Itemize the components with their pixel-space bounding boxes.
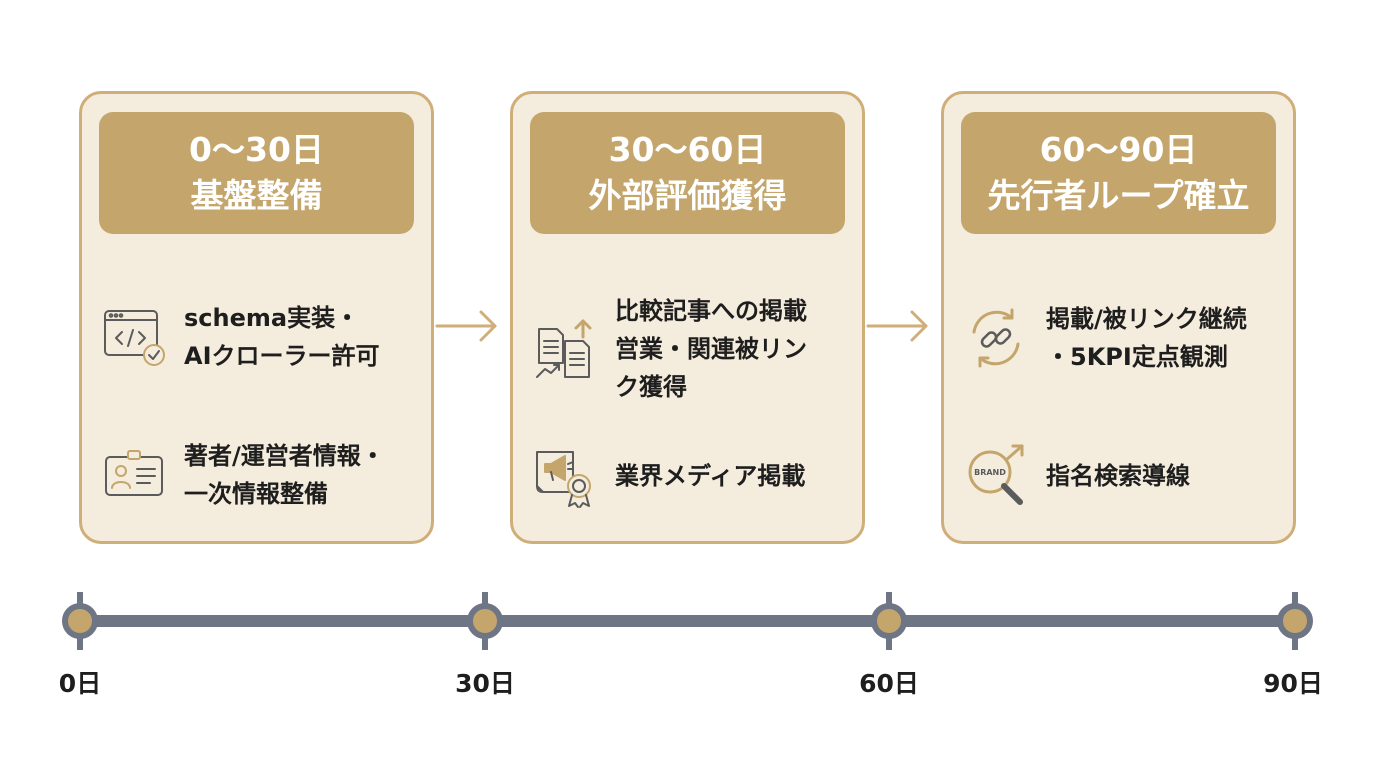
- timeline-label: 0日: [58, 669, 102, 698]
- phase-item-text: 業界メディア掲載: [615, 462, 806, 490]
- phase-header: 60〜90日 先行者ループ確立: [961, 112, 1276, 234]
- phase-card-30-60: 30〜60日 外部評価獲得 比較記事への掲載 営業・関連被リン ク獲得: [510, 91, 865, 544]
- documents-growth-icon: [533, 317, 597, 381]
- phase-item: 掲載/被リンク継続 ・5KPI定点観測: [964, 300, 1284, 376]
- timeline-label: 30日: [455, 669, 515, 698]
- phase-item: schema実装・ AIクローラー許可: [102, 299, 422, 375]
- timeline: [62, 592, 1313, 650]
- timeline-node: [1277, 592, 1313, 650]
- phase-item-text: schema実装・ AIクローラー許可: [184, 304, 380, 370]
- phase-item-text: 比較記事への掲載 営業・関連被リン ク獲得: [615, 297, 807, 401]
- phase-item-text: 指名検索導線: [1046, 462, 1190, 490]
- arrow-right-icon: [435, 310, 497, 342]
- phase-range: 60〜90日: [1039, 130, 1198, 169]
- phase-range: 0〜30日: [189, 130, 324, 169]
- timeline-label: 90日: [1263, 669, 1323, 698]
- phase-item-text: 著者/運営者情報・ 一次情報整備: [184, 442, 385, 508]
- phase-title: 先行者ループ確立: [987, 176, 1250, 215]
- phase-title: 基盤整備: [190, 176, 323, 215]
- phase-item-text: 掲載/被リンク継続 ・5KPI定点観測: [1046, 305, 1247, 371]
- phase-range: 30〜60日: [608, 130, 767, 169]
- phase-header: 0〜30日 基盤整備: [99, 112, 414, 234]
- phase-header: 30〜60日 外部評価獲得: [530, 112, 845, 234]
- phase-item: BRAND 指名検索導線: [964, 444, 1284, 508]
- phase-item: 比較記事への掲載 営業・関連被リン ク獲得: [533, 292, 853, 406]
- timeline-node: [871, 592, 907, 650]
- brand-label: BRAND: [974, 468, 1006, 477]
- code-window-check-icon: [102, 305, 166, 369]
- author-id-card-icon: [102, 443, 166, 507]
- timeline-node: [467, 592, 503, 650]
- timeline-label: 60日: [859, 669, 919, 698]
- phase-card-60-90: 60〜90日 先行者ループ確立 掲載/被リンク継続 ・5KPI定点観測: [941, 91, 1296, 544]
- phase-item: 業界メディア掲載: [533, 444, 853, 508]
- link-cycle-icon: [964, 306, 1028, 370]
- phase-item: 著者/運営者情報・ 一次情報整備: [102, 437, 422, 513]
- brand-search-icon: BRAND: [964, 444, 1028, 508]
- phase-card-0-30: 0〜30日 基盤整備 schema実装・ AIクローラー許可: [79, 91, 434, 544]
- phase-title: 外部評価獲得: [588, 176, 787, 215]
- arrow-right-icon: [866, 310, 928, 342]
- megaphone-award-icon: [533, 444, 597, 508]
- timeline-node: [62, 592, 98, 650]
